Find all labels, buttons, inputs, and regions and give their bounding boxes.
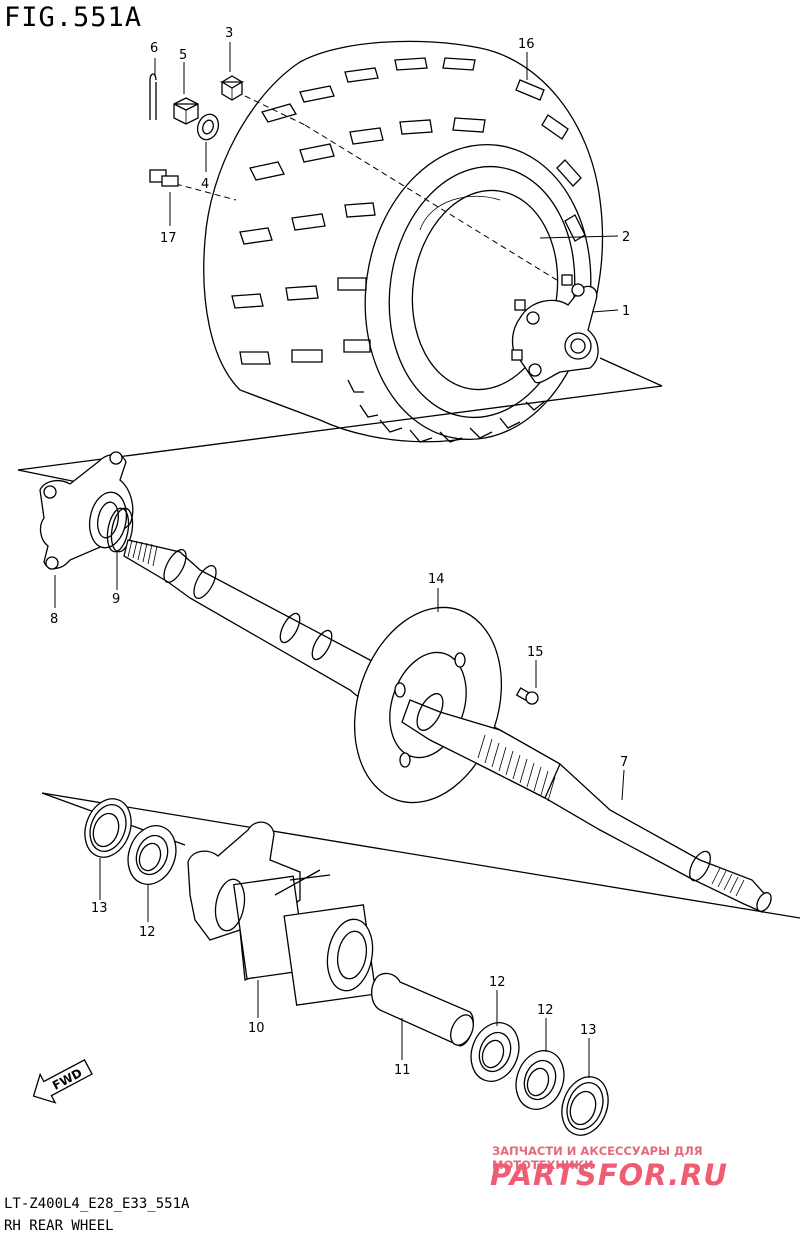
watermark-logo: PARTSFOR.RU [490,1158,728,1192]
cotter-pin [149,73,157,120]
spacer-tube [371,972,474,1047]
castle-nut [173,97,199,125]
part-label-5: 5 [179,48,187,63]
brake-disc [353,606,503,804]
stud-bolt [149,169,179,187]
part-label-10: 10 [248,1021,265,1036]
figure-title: FIG.551A [4,2,143,33]
part-label-12b: 12 [489,975,506,990]
bearing-left [127,825,177,885]
bearing-right-1 [470,1022,520,1082]
part-label-14: 14 [428,572,445,587]
oil-seal-right [561,1076,609,1136]
fwd-arrow-icon: FWD [32,1059,93,1104]
part-label-7: 7 [620,755,628,770]
watermark-tagline: ЗАПЧАСТИ И АКСЕССУАРЫ ДЛЯ МОТОТЕХНИКИ [492,1144,703,1172]
disc-bolt [515,687,539,705]
part-label-13a: 13 [91,901,108,916]
part-label-4: 4 [201,177,209,192]
part-label-2: 2 [622,230,630,245]
figure-code: LT-Z400L4_E28_E33_551A [4,1196,190,1212]
part-label-12c: 12 [537,1003,554,1018]
oil-seal-left [84,798,132,858]
washer [196,113,220,141]
part-label-17: 17 [160,231,177,246]
part-label-1: 1 [622,304,630,319]
tire-assembly [203,40,604,443]
part-label-13b: 13 [580,1023,597,1038]
part-label-11: 11 [394,1063,411,1078]
o-ring [106,507,134,553]
axle-hub-left [39,451,134,570]
wheel-nut [219,75,245,101]
bearing-right-2 [515,1050,565,1110]
part-label-15: 15 [527,645,544,660]
axle-housing [187,821,377,1006]
part-label-8: 8 [50,612,58,627]
part-label-3: 3 [225,26,233,41]
figure-caption: RH REAR WHEEL [4,1218,114,1234]
part-label-12a: 12 [139,925,156,940]
part-label-16: 16 [518,37,535,52]
wheel-hub [511,274,599,384]
part-label-6: 6 [150,41,158,56]
part-label-9: 9 [112,592,120,607]
